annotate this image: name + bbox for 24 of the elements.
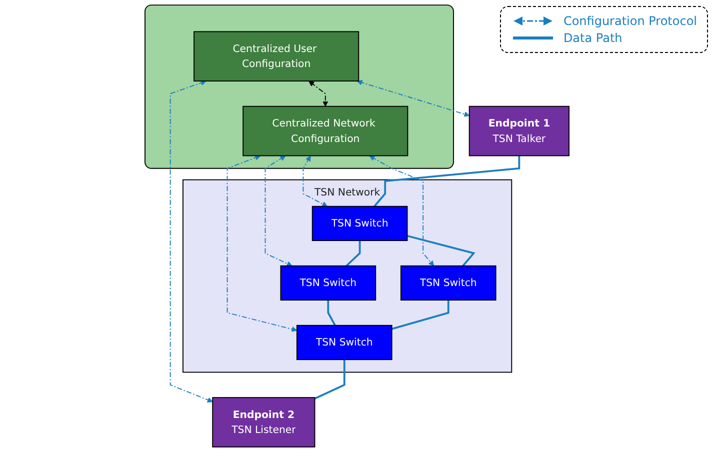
connector bbox=[327, 300, 336, 326]
connector bbox=[392, 300, 450, 330]
legend-label: Configuration Protocol bbox=[563, 14, 697, 28]
node-box: TSN Switch bbox=[312, 206, 408, 242]
connector bbox=[314, 360, 346, 400]
arrow bbox=[264, 156, 292, 266]
node-box: Endpoint 1 TSN Talker bbox=[468, 106, 570, 156]
connector bbox=[407, 234, 476, 266]
legend-label: Data Path bbox=[563, 31, 622, 45]
node-box: Centralized Network Configuration bbox=[242, 106, 408, 156]
arrow bbox=[356, 80, 470, 117]
node-box: TSN Switch bbox=[296, 324, 392, 360]
node-box: TSN Switch bbox=[280, 265, 376, 301]
arrow bbox=[302, 156, 328, 207]
node-box: Endpoint 2 TSN Listener bbox=[212, 397, 316, 448]
connector bbox=[374, 156, 520, 207]
node-box: Centralized User Configuration bbox=[194, 31, 360, 82]
arrow bbox=[226, 155, 298, 332]
connector bbox=[346, 240, 361, 267]
arrow bbox=[308, 80, 328, 107]
cluster bbox=[144, 4, 454, 169]
node-box: TSN Switch bbox=[400, 265, 496, 301]
arrow bbox=[170, 80, 213, 403]
arrow bbox=[369, 156, 434, 266]
